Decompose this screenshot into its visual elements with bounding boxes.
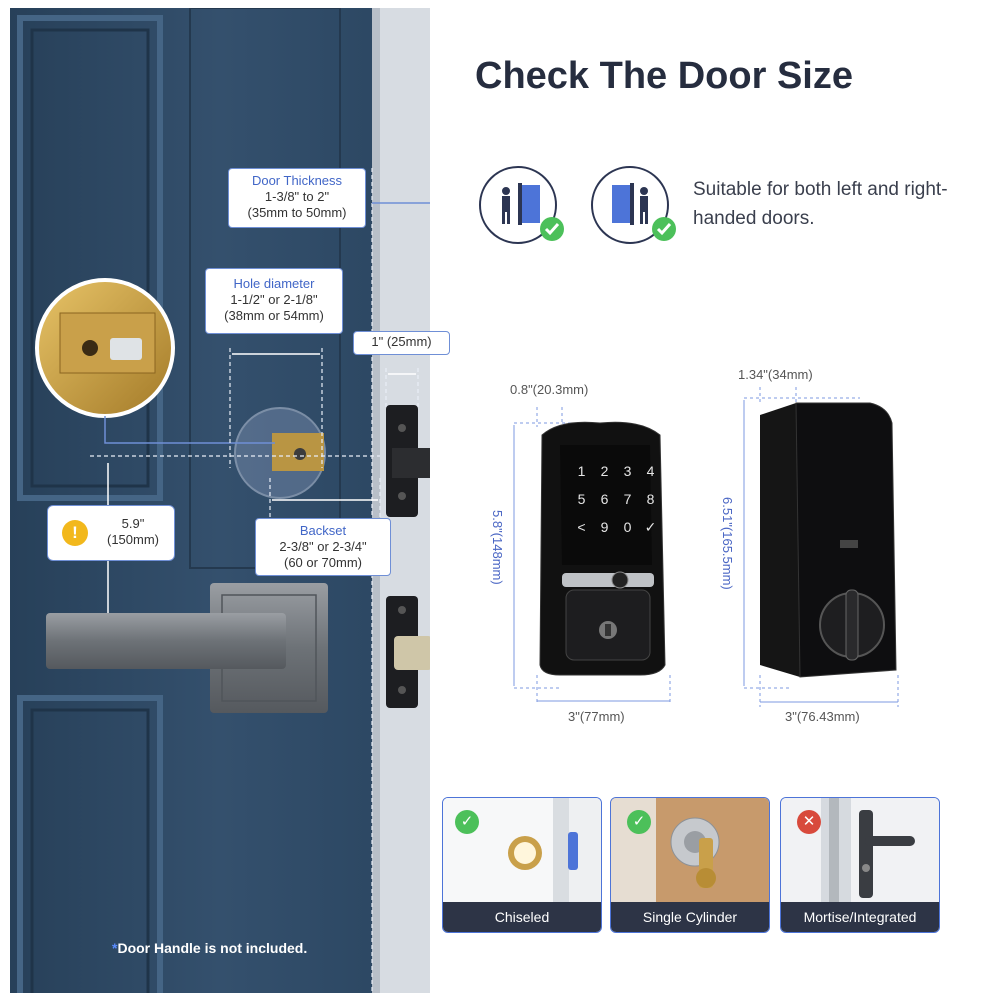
key-2: 2	[600, 463, 609, 479]
key-6: 6	[600, 491, 609, 507]
type-card-mortise: ✕ Mortise/Integrated	[780, 797, 940, 933]
door-thickness-callout: Door Thickness 1-3/8" to 2" (35mm to 50m…	[228, 168, 366, 228]
type-label-single-cylinder: Single Cylinder	[611, 902, 769, 932]
front-height-label: 5.8"(148mm)	[490, 510, 505, 585]
single-cylinder-image	[611, 798, 769, 908]
page-title: Check The Door Size	[475, 55, 853, 97]
key-7: 7	[623, 491, 632, 507]
backset-value: 2-3/8" or 2-3/4"	[279, 539, 367, 554]
left-handed-door-icon	[479, 166, 564, 244]
edge-bore-callout: 1" (25mm)	[353, 331, 450, 355]
front-keypad: 1 2 3 4 5 6 7 8 < 9 0 ✓	[570, 463, 662, 536]
type-card-chiseled: ✓ Chiseled	[442, 797, 602, 933]
height-value: 5.9"	[121, 516, 145, 531]
hole-diameter-callout: Hole diameter 1-1/2" or 2-1/8" (38mm or …	[205, 268, 343, 334]
door-thickness-value-mm: (35mm to 50mm)	[247, 205, 347, 220]
front-lock-illustration	[513, 407, 671, 705]
cross-icon: ✕	[797, 810, 821, 834]
warning-icon: !	[62, 520, 88, 546]
front-depth-label: 0.8"(20.3mm)	[510, 382, 589, 397]
key-1: 1	[577, 463, 586, 479]
key-9: 9	[600, 519, 609, 535]
back-height-label: 6.51"(165.5mm)	[720, 497, 735, 590]
key-back: <	[577, 519, 586, 535]
backset-value-mm: (60 or 70mm)	[283, 555, 363, 570]
height-value-mm: (150mm)	[106, 532, 159, 547]
backset-callout: Backset 2-3/8" or 2-3/4" (60 or 70mm)	[255, 518, 391, 576]
key-3: 3	[623, 463, 632, 479]
type-label-chiseled: Chiseled	[443, 902, 601, 932]
hole-diameter-value: 1-1/2" or 2-1/8"	[230, 292, 318, 307]
chiseled-door-image	[443, 798, 601, 908]
check-icon: ✓	[455, 810, 479, 834]
key-4: 4	[646, 463, 655, 479]
type-card-single-cylinder: ✓ Single Cylinder	[610, 797, 770, 933]
key-confirm: ✓	[644, 519, 657, 535]
check-icon: ✓	[627, 810, 651, 834]
mortise-door-image	[781, 798, 939, 908]
key-5: 5	[577, 491, 586, 507]
type-label-mortise: Mortise/Integrated	[781, 902, 939, 932]
hole-diameter-title: Hole diameter	[233, 276, 315, 291]
backset-title: Backset	[299, 523, 347, 538]
height-callout: ! 5.9" (150mm)	[47, 505, 175, 561]
door-thickness-value: 1-3/8" to 2"	[264, 189, 330, 204]
handle-note: *Door Handle is not included.	[112, 940, 308, 956]
right-handed-door-icon	[591, 166, 676, 244]
key-0: 0	[623, 519, 632, 535]
back-depth-label: 1.34"(34mm)	[738, 367, 813, 382]
key-8: 8	[646, 491, 655, 507]
back-lock-illustration	[743, 387, 899, 707]
handedness-text: Suitable for both left and right-handed …	[693, 179, 948, 229]
front-width-label: 3"(77mm)	[568, 709, 625, 724]
door-thickness-title: Door Thickness	[251, 173, 343, 188]
door-illustration	[10, 8, 430, 993]
hole-diameter-value-mm: (38mm or 54mm)	[224, 308, 324, 323]
edge-bore-value: 1" (25mm)	[371, 334, 432, 349]
back-width-label: 3"(76.43mm)	[785, 709, 860, 724]
